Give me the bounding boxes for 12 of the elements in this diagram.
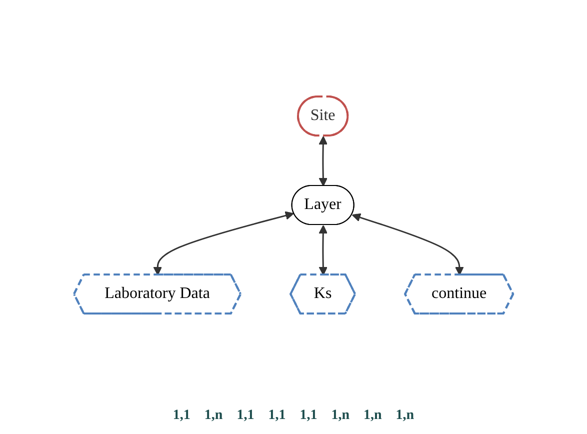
- cardinality-label: 1,1: [172, 408, 190, 424]
- arrow: [318, 136, 328, 186]
- cardinality-label: 1,n: [331, 408, 350, 424]
- cardinality-label: 1,1: [268, 408, 286, 424]
- arrow: [153, 211, 294, 276]
- cardinality-label: 1,n: [204, 408, 223, 424]
- cardinality-label: 1,1: [236, 408, 254, 424]
- cardinality-label: 1,1: [300, 408, 318, 424]
- arrow: [352, 213, 464, 276]
- cardinality-label: 1,n: [364, 408, 382, 424]
- arrow: [318, 225, 328, 276]
- cardinality-label: 1,n: [396, 408, 414, 424]
